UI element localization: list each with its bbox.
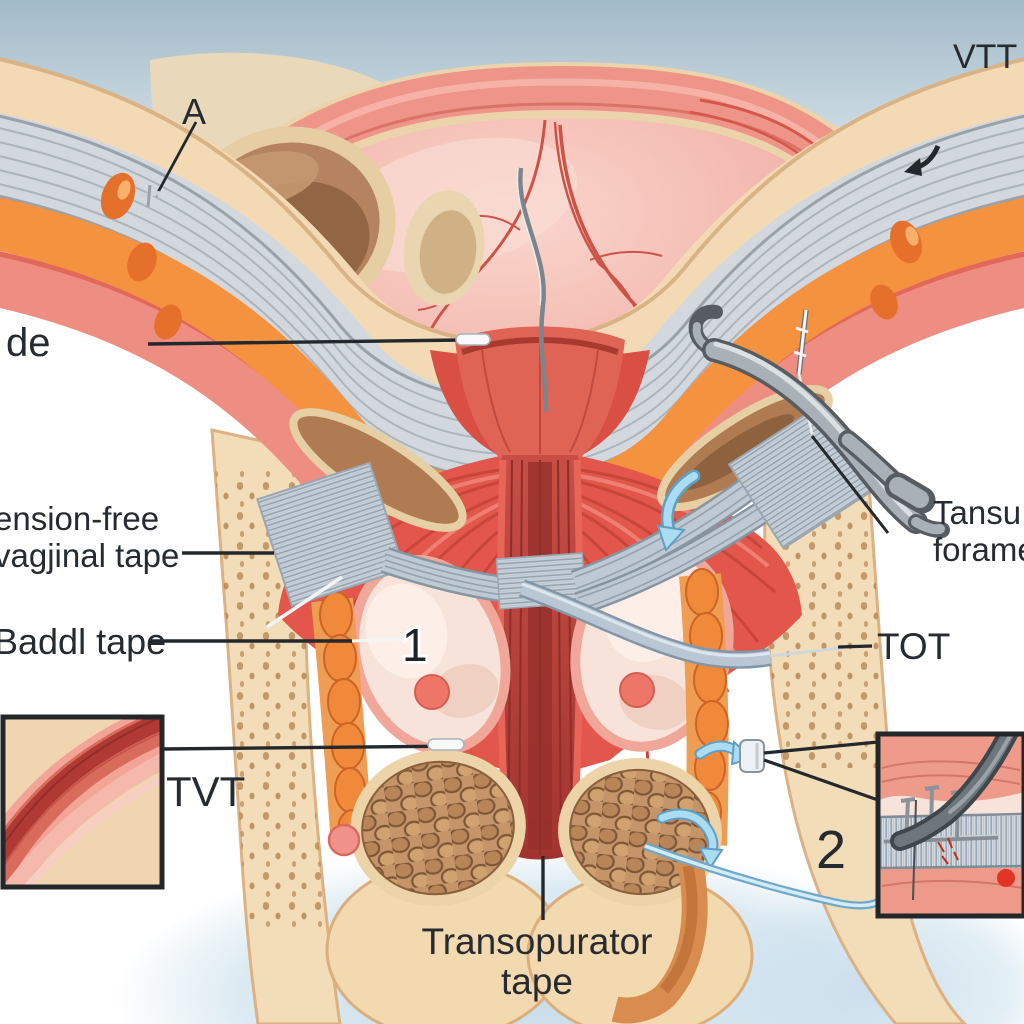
leader-tvt-tip: [427, 738, 465, 751]
inset-box-tot-border: [875, 731, 1024, 919]
label-a: A: [182, 91, 206, 132]
label-transopurator-line1: Transopurator: [421, 921, 652, 962]
leader-tvt: [162, 744, 464, 751]
tot-tape-curve: [519, 579, 772, 669]
label-tension-free-line1: ension-free: [0, 500, 159, 537]
leader-de: [147, 338, 463, 346]
vessel-dot-lower-left: [327, 823, 361, 857]
direction-arrow-top: [656, 469, 701, 552]
tape-plug: [739, 739, 765, 773]
label-tot: TOT: [877, 626, 950, 667]
label-baddl-tape: Baddl tape: [0, 621, 166, 662]
pubic-ramus-right-shadow: [682, 414, 794, 490]
abdominal-wall-layers: [0, 51, 1024, 566]
tvt-tape-left-arm: [380, 547, 512, 604]
vessel-dot-left: [414, 674, 450, 710]
anchor-pin: [139, 184, 161, 208]
label-tvt: TVT: [166, 768, 245, 815]
mesh-patch-left: [256, 461, 406, 608]
inset-box-tvt-border: [0, 714, 165, 890]
label-step-1: 1: [402, 619, 428, 671]
label-foramen-line2: forame: [933, 531, 1024, 568]
leader-tot: [837, 644, 873, 649]
guide-wire: [516, 167, 549, 413]
leader-tot-gray: [769, 645, 851, 658]
obturator-vessels-left: [311, 591, 373, 851]
trocar-instrument: [688, 304, 950, 538]
label-step-2: 2: [816, 820, 846, 880]
tubing: [643, 842, 880, 910]
leader-de-tip: [455, 333, 491, 346]
inset-box-tvt: [0, 714, 165, 890]
leader-a: [154, 121, 198, 197]
callout-line-upper: [763, 740, 879, 755]
label-vtt: VTT: [953, 38, 1017, 76]
callout-line-lower: [763, 758, 879, 802]
leader-white-diagonal: [266, 575, 343, 629]
label-foramen-line1: Tansu: [933, 494, 1021, 531]
obturator-section-left: [349, 555, 511, 755]
label-de: de: [6, 321, 51, 365]
label-tension-free-line2: vagjinal tape: [0, 537, 179, 574]
perineal-duct-core: [659, 864, 698, 994]
leader-foramen: [810, 435, 890, 534]
label-transopurator-line2: tape: [501, 961, 573, 1002]
pubic-bone-left: [350, 749, 526, 907]
fat-lobules: [100, 172, 922, 340]
bent-arrow-icon: [904, 144, 941, 176]
inset-box-tot: [763, 731, 1024, 919]
blood-drop: [997, 869, 1015, 887]
leader-lines: [139, 121, 941, 920]
vessel-dot-right: [619, 672, 655, 708]
leader-baddl-white: [351, 637, 405, 643]
direction-arrow-bottom: [656, 808, 724, 870]
inset-instrument: [890, 736, 1019, 851]
